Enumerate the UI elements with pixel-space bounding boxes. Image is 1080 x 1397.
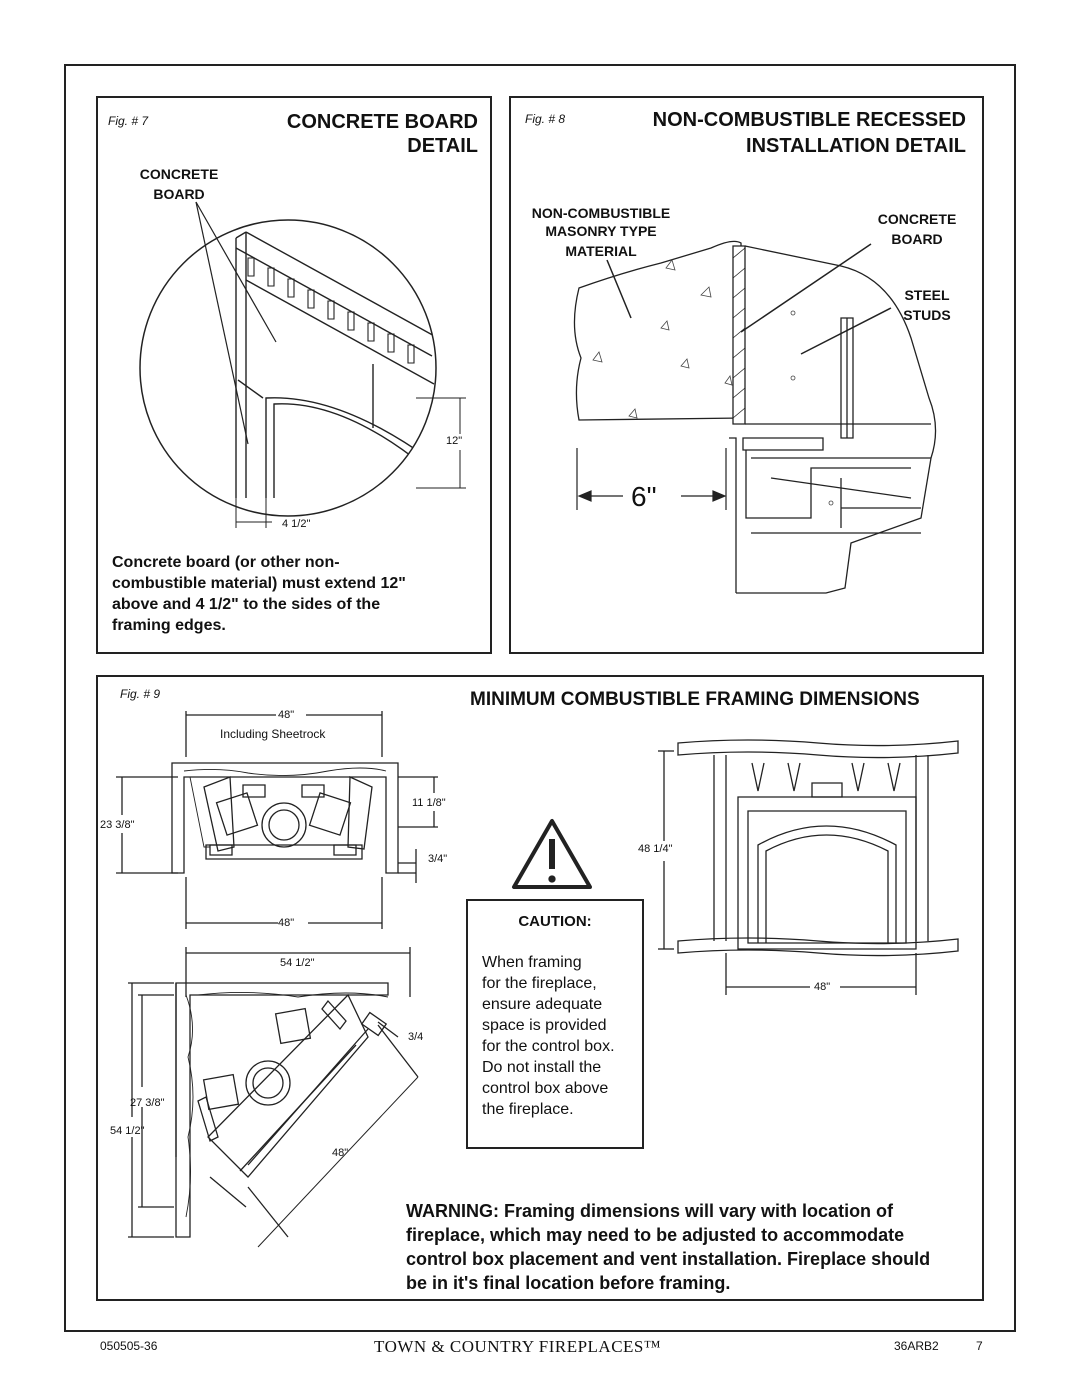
fig9-bottom-width: 48" — [278, 917, 295, 929]
fig7-description: Concrete board (or other non-combustible… — [112, 554, 406, 634]
fig9-including-sheetrock: Including Sheetrock — [220, 727, 326, 741]
fig7-label: Fig. # 7 — [108, 114, 149, 128]
fig7-title-line2: DETAIL — [407, 135, 478, 157]
fig8-recessed-drawing — [511, 98, 986, 656]
fig8-label: Fig. # 8 — [525, 112, 566, 126]
fig7-dim-side: 4 1/2" — [282, 518, 311, 530]
caution-title: CAUTION: — [518, 913, 592, 930]
fig9-label: Fig. # 9 — [120, 687, 161, 701]
fig8-title-line1: NON-COMBUSTIBLE RECESSED — [652, 109, 966, 131]
warning-line4: be in it's final location before framing… — [406, 1273, 731, 1293]
fig9-front-width: 48" — [814, 981, 831, 993]
warning-line3: control box placement and vent installat… — [406, 1249, 931, 1269]
footer-page-number: 7 — [976, 1339, 983, 1353]
warning-line1: WARNING: Framing dimensions will vary wi… — [406, 1201, 894, 1221]
fig9-dim-23-3-8: 23 3/8" — [100, 819, 135, 831]
fig9-front-height: 48 1/4" — [638, 843, 673, 855]
fig7-callout-line2: BOARD — [153, 186, 205, 202]
fig7-panel: Fig. # 7 CONCRETE BOARD DETAIL CONCRETE … — [96, 96, 492, 654]
fig8-callout-studs-1: STEEL — [904, 287, 950, 303]
fig9-corner-54-top: 54 1/2" — [280, 957, 315, 969]
fig9-corner-48: 48" — [332, 1147, 349, 1159]
caution-body: When framing for the fireplace, ensure a… — [482, 954, 615, 1118]
fig9-framing-drawings — [98, 677, 986, 1303]
fig8-callout-masonry-1: NON-COMBUSTIBLE — [531, 205, 671, 221]
fig8-callout-masonry-3: MATERIAL — [565, 243, 637, 259]
fig9-title: MINIMUM COMBUSTIBLE FRAMING DIMENSIONS — [470, 689, 920, 710]
fig9-top-width: 48" — [278, 709, 295, 721]
page-border — [64, 64, 1016, 1332]
fig7-title-line1: CONCRETE BOARD — [286, 111, 478, 133]
fig9-corner-54-side: 54 1/2" — [110, 1125, 145, 1137]
fig7-concrete-board-drawing — [98, 98, 494, 656]
warning-line2: fireplace, which may need to be adjusted… — [406, 1225, 905, 1245]
fig7-dim-height: 12" — [446, 435, 463, 447]
caution-box: CAUTION: When framing for the fireplace,… — [466, 899, 644, 1149]
fig9-dim-3-4: 3/4" — [428, 853, 448, 865]
footer-model: 36ARB2 — [894, 1339, 939, 1353]
fig9-dim-11-1-8: 11 1/8" — [412, 797, 446, 809]
fig9-corner-27-3-8: 27 3/8" — [130, 1097, 165, 1109]
fig8-title-line2: INSTALLATION DETAIL — [746, 135, 966, 157]
fig9-panel: Fig. # 9 MINIMUM COMBUSTIBLE FRAMING DIM… — [96, 675, 984, 1301]
footer-doc-number: 050505-36 — [100, 1339, 158, 1353]
fig7-callout-line1: CONCRETE — [139, 166, 219, 182]
fig8-panel: Fig. # 8 NON-COMBUSTIBLE RECESSED INSTAL… — [509, 96, 984, 654]
fig8-dim-depth: 6" — [631, 481, 657, 512]
fig8-callout-board-2: BOARD — [891, 231, 943, 247]
fig9-corner-3-4: 3/4 — [408, 1031, 424, 1043]
fig8-callout-masonry-2: MASONRY TYPE — [545, 223, 657, 239]
fig8-callout-board-1: CONCRETE — [877, 211, 957, 227]
footer-brand: TOWN & COUNTRY FIREPLACES™ — [374, 1337, 662, 1356]
fig8-callout-studs-2: STUDS — [903, 307, 951, 323]
